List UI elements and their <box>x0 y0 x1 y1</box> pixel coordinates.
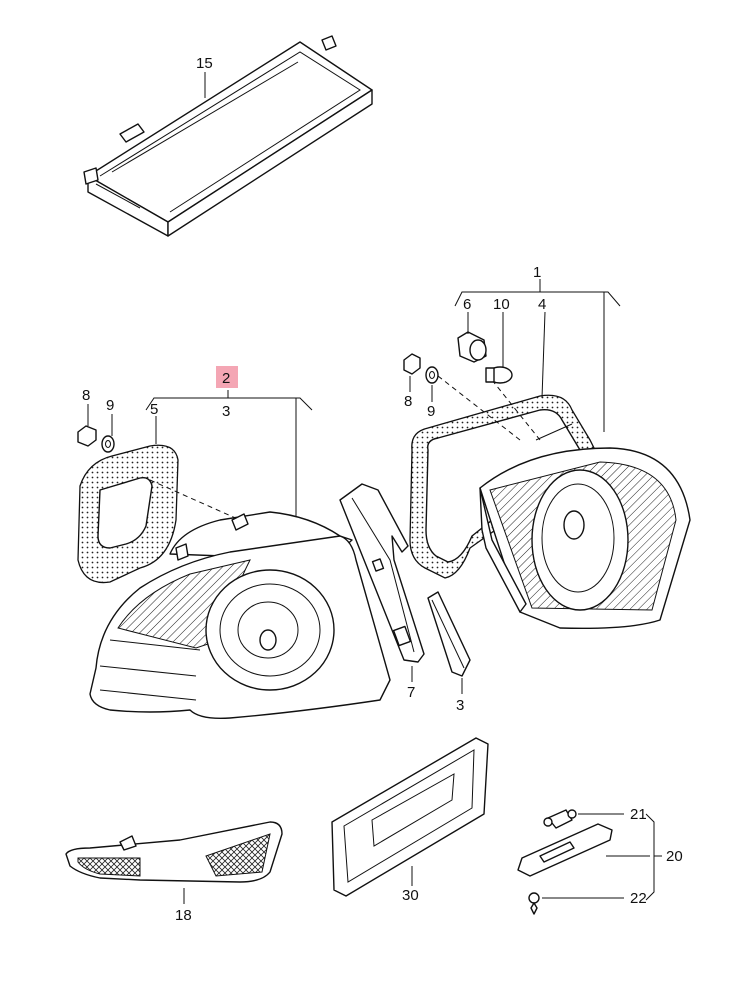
label-3-group: 3 <box>222 403 230 420</box>
label-5: 5 <box>150 401 158 418</box>
license-plate-bracket <box>331 737 489 897</box>
label-8-left: 8 <box>82 387 90 404</box>
label-30: 30 <box>402 887 419 904</box>
label-18: 18 <box>175 907 192 924</box>
label-7: 7 <box>407 684 415 701</box>
label-3-strip: 3 <box>456 697 464 714</box>
label-2: 2 <box>222 370 230 387</box>
license-plate-lamp <box>517 813 662 901</box>
bulb <box>485 312 513 384</box>
gasket-left <box>77 416 241 584</box>
screw <box>528 892 624 915</box>
label-8-right: 8 <box>404 393 412 410</box>
label-1: 1 <box>533 264 541 281</box>
label-9-left: 9 <box>106 397 114 414</box>
high-brake-light <box>83 35 373 237</box>
group-2-bracket <box>145 366 313 520</box>
label-22: 22 <box>630 890 647 907</box>
reflector-strip <box>427 591 471 694</box>
label-9-right: 9 <box>427 403 435 420</box>
label-6: 6 <box>463 296 471 313</box>
label-10: 10 <box>493 296 510 313</box>
washer-right <box>425 366 439 402</box>
label-21: 21 <box>630 806 647 823</box>
license-lamp-bulb <box>543 809 624 829</box>
nut-right <box>403 353 421 392</box>
label-4: 4 <box>538 296 546 313</box>
washer-left <box>101 414 115 453</box>
bulb-holder <box>457 312 487 363</box>
highlight-box <box>216 366 238 388</box>
bumper-reflector <box>65 821 283 904</box>
tail-light-housing-outer <box>89 511 391 720</box>
label-15: 15 <box>196 55 213 72</box>
bracket <box>339 483 425 682</box>
label-20: 20 <box>666 848 683 865</box>
group-1-bracket <box>454 279 621 432</box>
tail-light-assembly-right <box>409 311 691 630</box>
nut-left <box>77 404 97 447</box>
